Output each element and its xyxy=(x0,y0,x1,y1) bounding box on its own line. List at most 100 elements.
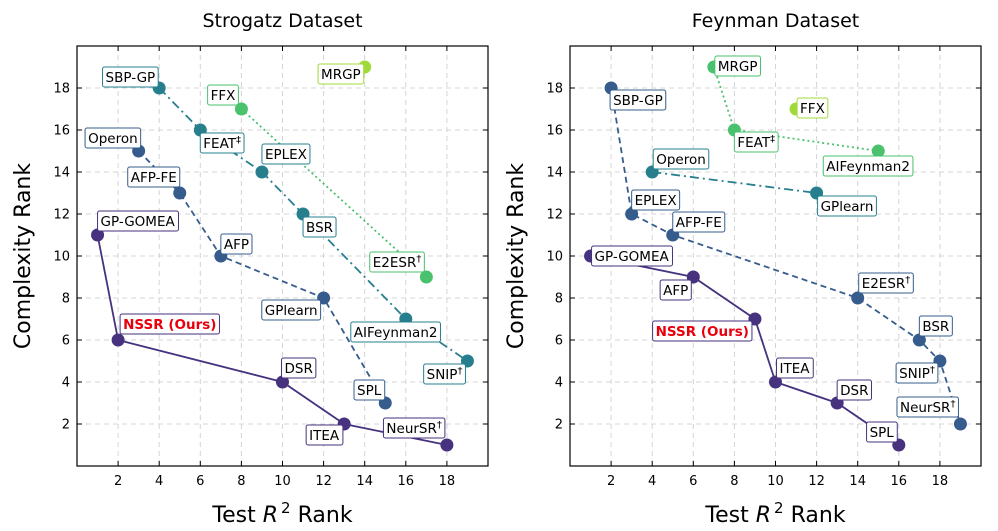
label-box xyxy=(659,279,692,301)
label-box xyxy=(866,421,898,443)
point-gp-gomea xyxy=(91,228,105,242)
point-neursr xyxy=(953,417,967,431)
y-tick-label: 14 xyxy=(546,166,563,181)
y-tick-label: 4 xyxy=(555,376,563,391)
y-tick-label: 8 xyxy=(62,292,70,307)
label-aifeynman2: AIFeynman2 xyxy=(350,321,441,343)
point-label: E2ESR† xyxy=(373,254,422,271)
label-neursr: NeurSR† xyxy=(896,396,959,418)
point-label: NeurSR† xyxy=(900,399,955,416)
x-tick-label: 16 xyxy=(398,474,415,489)
y-tick-label: 8 xyxy=(555,292,563,307)
label-box xyxy=(220,233,253,255)
point-label: AIFeynman2 xyxy=(354,325,438,341)
label-mrgp: MRGP xyxy=(714,55,761,77)
point-label: FFX xyxy=(800,101,825,117)
point-e2esr xyxy=(851,291,865,305)
point-label: SBP-GP xyxy=(613,93,663,109)
x-tick-label: 14 xyxy=(356,474,373,489)
point-label: BSR xyxy=(922,319,949,335)
label-dsr: DSR xyxy=(281,357,317,379)
label-feat: FEAT‡ xyxy=(199,132,245,154)
point-label: SPL xyxy=(357,383,382,399)
point-label: Operon xyxy=(656,152,706,168)
label-e2esr: E2ESR† xyxy=(369,251,425,273)
y-tick-label: 16 xyxy=(53,124,70,139)
point-label: EPLEX xyxy=(635,193,677,209)
label-bsr: BSR xyxy=(302,216,337,238)
y-axis-label: Complexity Rank xyxy=(504,163,529,349)
label-box xyxy=(733,131,779,153)
label-eplex: EPLEX xyxy=(261,143,311,165)
y-tick-label: 2 xyxy=(62,418,70,433)
label-box xyxy=(652,320,753,342)
label-box xyxy=(302,216,337,238)
label-afp-fe: AFP-FE xyxy=(127,166,181,188)
label-box xyxy=(423,363,466,385)
y-tick-label: 18 xyxy=(53,82,70,97)
point-label: SPL xyxy=(870,425,895,441)
point-label: GP-GOMEA xyxy=(101,214,176,230)
label-box xyxy=(317,63,365,85)
label-box xyxy=(714,55,761,77)
chart-title: Feynman Dataset xyxy=(692,10,860,32)
label-box xyxy=(609,89,667,111)
point-e2esr xyxy=(419,270,433,284)
label-box xyxy=(776,357,814,379)
point-label: SNIP† xyxy=(899,365,935,382)
y-tick-label: 4 xyxy=(62,376,70,391)
y-tick-label: 14 xyxy=(53,166,70,181)
point-label: E2ESR† xyxy=(862,275,911,292)
label-box xyxy=(261,299,322,321)
point-bsr xyxy=(912,333,926,347)
label-box xyxy=(353,379,386,401)
point-eplex xyxy=(625,207,639,221)
point-label: NSSR (Ours) xyxy=(123,317,216,333)
label-gplearn: GPlearn xyxy=(261,299,322,321)
label-gplearn: GPlearn xyxy=(817,195,877,217)
label-box xyxy=(261,143,311,165)
y-tick-label: 6 xyxy=(62,334,70,349)
label-box xyxy=(822,155,914,177)
point-label: GPlearn xyxy=(265,303,318,319)
x-tick-label: 2 xyxy=(114,474,122,489)
label-neursr: NeurSR† xyxy=(382,417,446,439)
x-tick-label: 18 xyxy=(932,474,949,489)
label-box xyxy=(896,396,959,418)
label-afp: AFP xyxy=(659,279,692,301)
point-label: SNIP† xyxy=(427,366,463,383)
y-tick-label: 2 xyxy=(555,418,563,433)
y-tick-label: 12 xyxy=(53,208,70,223)
label-box xyxy=(817,195,877,217)
x-tick-label: 12 xyxy=(315,474,332,489)
point-label: AFP-FE xyxy=(676,215,722,231)
label-spl: SPL xyxy=(353,379,386,401)
y-tick-label: 10 xyxy=(53,250,70,265)
x-tick-label: 4 xyxy=(648,474,656,489)
label-spl: SPL xyxy=(866,421,898,443)
label-box xyxy=(119,313,220,335)
label-afp: AFP xyxy=(220,233,253,255)
label-box xyxy=(127,166,181,188)
label-box xyxy=(207,84,239,106)
label-itea: ITEA xyxy=(776,357,814,379)
label-box xyxy=(102,66,159,88)
chart-title: Strogatz Dataset xyxy=(202,10,362,32)
x-tick-label: 2 xyxy=(607,474,615,489)
point-label: EPLEX xyxy=(265,147,307,163)
point-ffx xyxy=(234,102,248,116)
x-tick-label: 16 xyxy=(891,474,908,489)
point-label: AFP xyxy=(663,283,688,299)
label-box xyxy=(858,272,914,294)
label-aifeynman2: AIFeynman2 xyxy=(822,155,914,177)
point-nssr-ours xyxy=(111,333,125,347)
point-label: FEAT‡ xyxy=(737,134,775,151)
label-sbp-gp: SBP-GP xyxy=(102,66,159,88)
point-label: GP-GOMEA xyxy=(595,249,670,265)
x-tick-label: 10 xyxy=(274,474,291,489)
label-itea: ITEA xyxy=(305,424,344,446)
point-label: DSR xyxy=(840,383,868,399)
